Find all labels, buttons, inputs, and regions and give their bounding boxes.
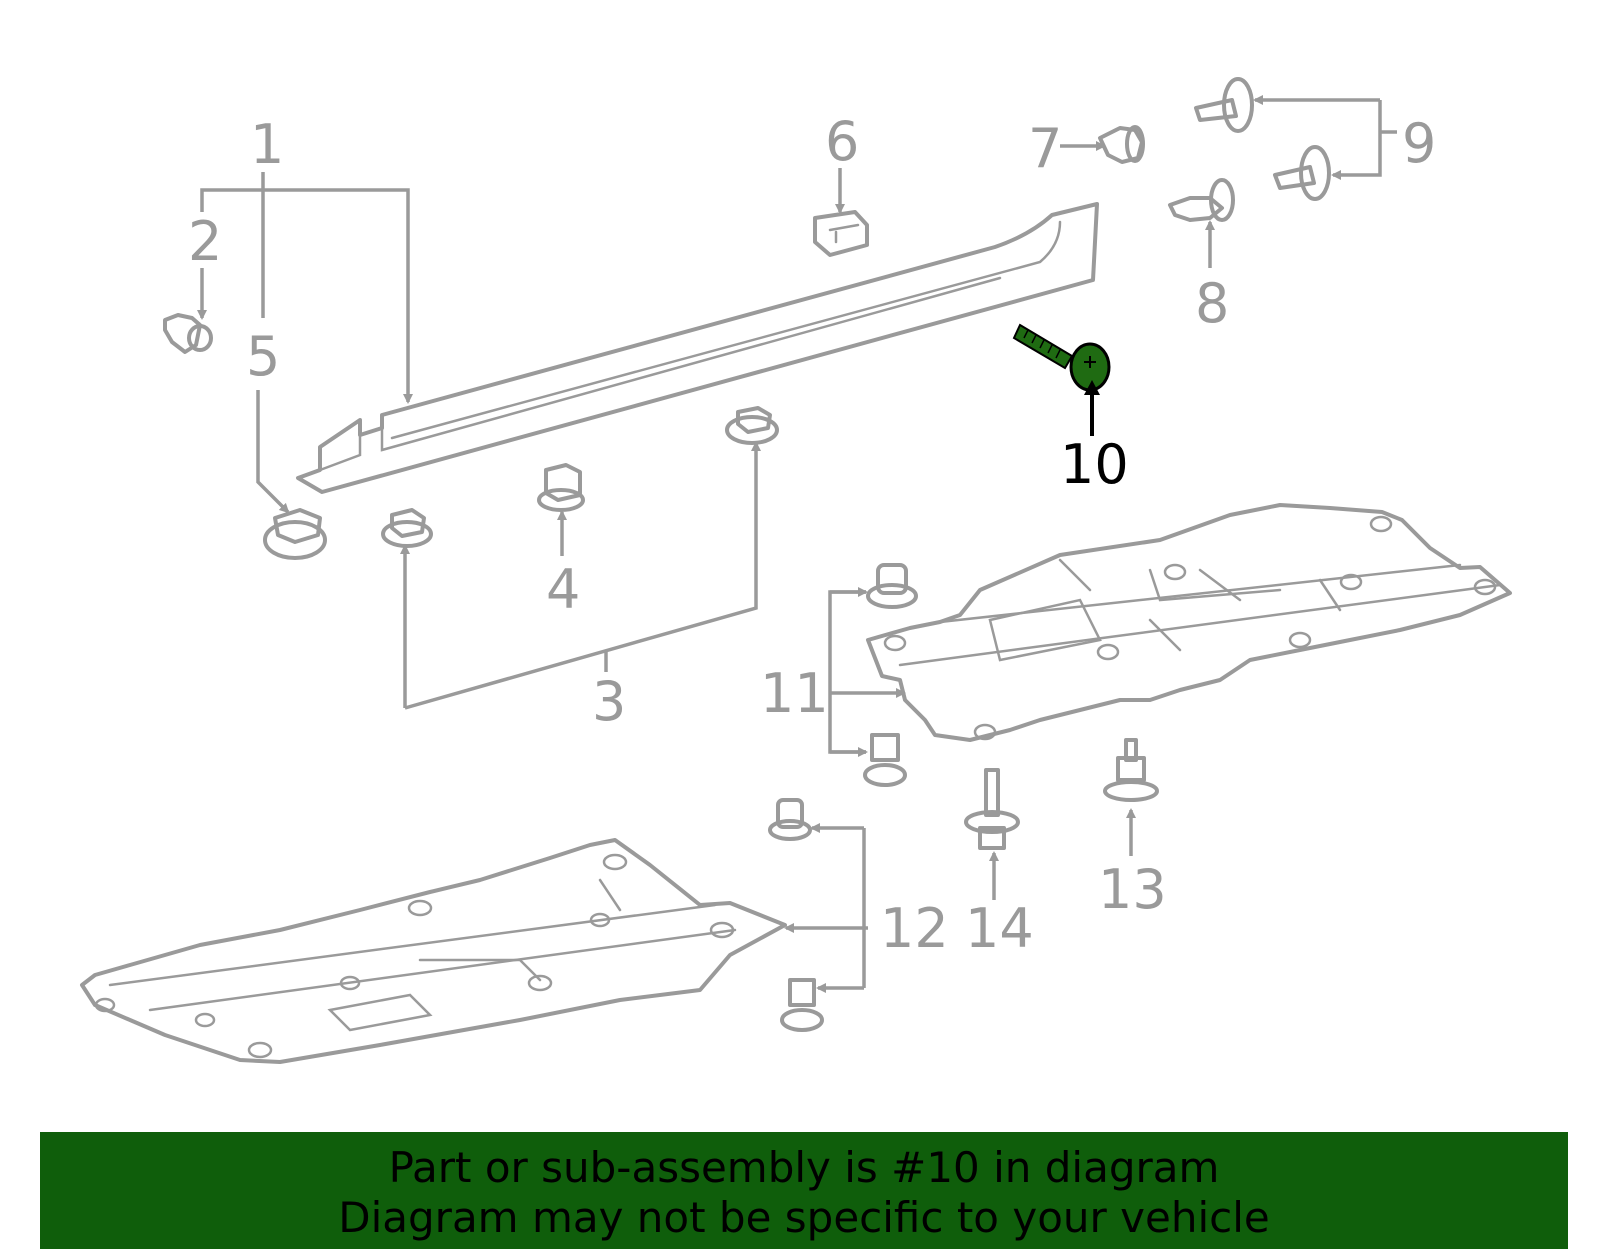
callout-12[interactable]: 12 [880,897,949,960]
banner-part-notice: Part or sub-assembly is #10 in diagram [388,1143,1220,1192]
callout-13[interactable]: 13 [1098,858,1167,921]
clip-9b [1273,145,1331,201]
clip-8 [1168,178,1235,222]
callout-7[interactable]: 7 [1028,117,1062,180]
callout-11[interactable]: 11 [760,662,829,725]
clip-4 [537,463,585,512]
clip-12a [768,798,812,841]
clip-5 [263,508,327,560]
callout-6[interactable]: 6 [825,110,859,173]
callout-9[interactable]: 9 [1402,112,1436,175]
clip-11a [866,563,918,609]
clip-7 [1098,125,1145,164]
callout-1[interactable]: 1 [250,113,284,176]
bolt-14 [964,768,1020,850]
clip-12b [780,978,824,1032]
under-cover-right [866,503,1512,742]
banner-disclaimer: Diagram may not be specific to your vehi… [338,1193,1270,1242]
bolt-13 [1103,738,1159,802]
clip-6 [813,210,869,257]
clip-3a [381,508,433,548]
callout-14[interactable]: 14 [965,897,1034,960]
clip-3b [725,406,779,445]
clip-11b [863,733,907,787]
callout-2[interactable]: 2 [188,210,222,273]
clip-9a [1194,77,1254,133]
screw-10-highlighted[interactable] [1012,323,1111,392]
rocker-panel [296,202,1099,494]
callout-5[interactable]: 5 [246,325,280,388]
parts-diagram: 1 2 3 4 5 6 7 8 9 10 11 12 13 14 [80,77,1512,1064]
under-cover-left [80,838,787,1064]
clip-2 [163,313,213,354]
callout-4[interactable]: 4 [546,558,580,621]
callout-8[interactable]: 8 [1195,272,1229,335]
callout-10[interactable]: 10 [1060,433,1129,496]
info-banner: Part or sub-assembly is #10 in diagram D… [40,1132,1568,1249]
leader-lines [197,95,1397,993]
callout-3[interactable]: 3 [592,670,626,733]
